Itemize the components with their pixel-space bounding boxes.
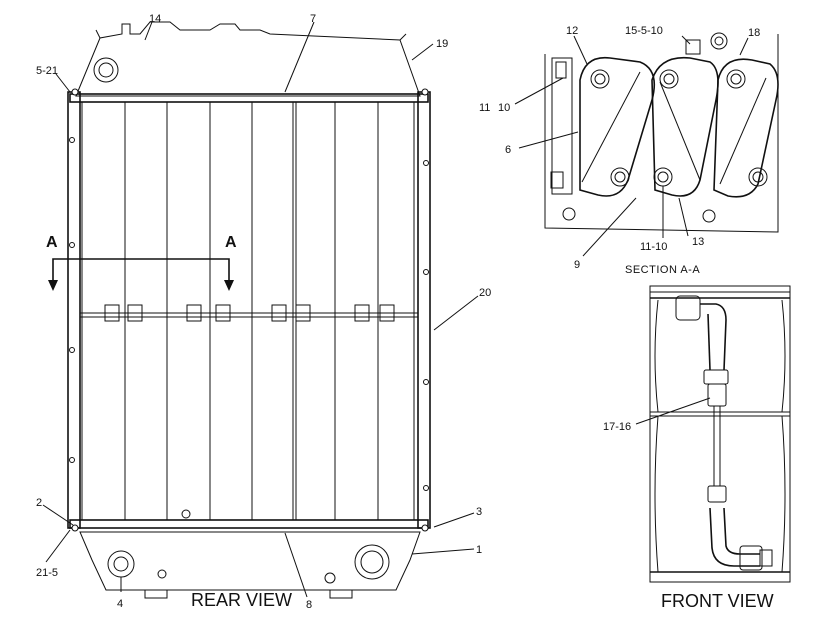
front-view	[649, 285, 791, 583]
callout-3: 3	[476, 506, 482, 518]
bottom-mount-right	[329, 589, 353, 599]
rear-view: A A	[46, 21, 431, 599]
callout-12: 12	[566, 25, 578, 37]
right-side-frame	[417, 91, 431, 529]
core-panels	[80, 102, 418, 520]
section-line-a-a	[48, 258, 234, 291]
callout-8: 8	[306, 599, 312, 611]
callout-17-16: 17-16	[603, 421, 631, 433]
section-marker-left: A	[46, 234, 58, 251]
bottom-tank	[79, 531, 421, 591]
callout-18: 18	[748, 27, 760, 39]
filler-neck-inner	[98, 62, 114, 78]
callout-21-5: 21-5	[36, 567, 58, 579]
clamp-lobe-1	[579, 56, 656, 197]
drain-port	[354, 544, 390, 580]
filler-neck	[93, 57, 119, 83]
section-side-plate	[551, 57, 573, 195]
callout-2: 2	[36, 497, 42, 509]
callout-19: 19	[436, 38, 448, 50]
top-bar	[69, 93, 429, 103]
section-leaders	[514, 35, 749, 257]
top-tank	[75, 21, 421, 97]
callout-13: 13	[692, 236, 704, 248]
callout-4: 4	[117, 598, 123, 610]
bottom-mount-left	[144, 589, 168, 599]
callout-6: 6	[505, 144, 511, 156]
left-side-frame	[67, 91, 81, 529]
front-outline	[649, 285, 791, 583]
section-fitting	[685, 39, 701, 55]
callout-20: 20	[479, 287, 491, 299]
clamp-lobe-2	[651, 56, 719, 197]
clamp-lobe-3	[713, 58, 779, 198]
callout-labels: 14 7 19 5-21 20 2 21-5 3 1 4 8 12 15-5-1…	[36, 13, 760, 611]
callout-15-5-10: 15-5-10	[625, 25, 663, 37]
section-title: SECTION A-A	[625, 264, 700, 276]
bottom-bar	[69, 519, 429, 529]
callout-1: 1	[476, 544, 482, 556]
rear-view-leaders	[42, 21, 479, 598]
front-view-title: FRONT VIEW	[661, 591, 774, 611]
callout-11: 11	[479, 102, 490, 114]
outlet-port	[107, 550, 135, 578]
front-leader	[635, 397, 711, 425]
hose-assembly	[675, 295, 773, 571]
callout-14: 14	[149, 13, 161, 25]
mid-clips	[104, 304, 395, 322]
frame-bolts	[69, 88, 429, 532]
section-a-a-view	[544, 32, 779, 238]
section-marker-right: A	[225, 234, 237, 251]
callout-5-21: 5-21	[36, 65, 58, 77]
callout-9: 9	[574, 259, 580, 271]
callout-10: 10	[498, 102, 510, 114]
callout-11-10: 11-10	[640, 241, 667, 253]
section-bolts	[550, 61, 768, 223]
callout-7: 7	[310, 13, 316, 25]
rear-view-title: REAR VIEW	[191, 590, 292, 610]
